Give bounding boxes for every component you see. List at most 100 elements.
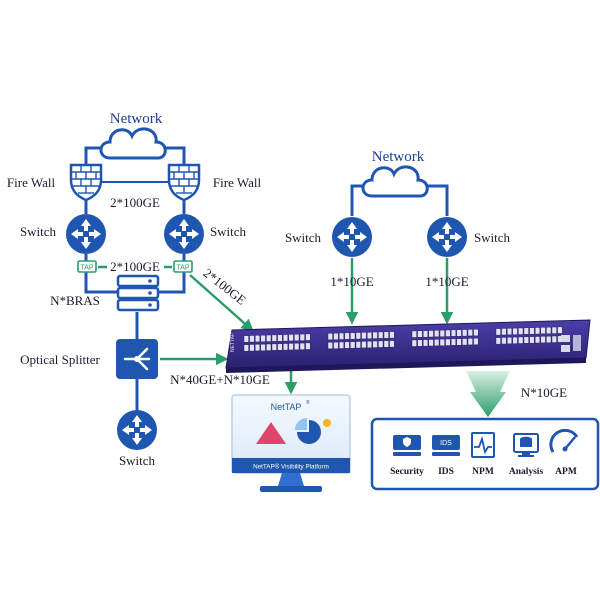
sfp-port bbox=[551, 335, 557, 343]
sfp-port bbox=[423, 330, 429, 338]
sfp-port bbox=[350, 341, 356, 349]
nettap-device: NETTAP bbox=[225, 319, 591, 373]
sfp-port bbox=[467, 329, 473, 337]
sfp-port bbox=[507, 337, 513, 344]
sfp-port bbox=[540, 336, 546, 344]
analysis-icon bbox=[513, 433, 539, 457]
sfp-port bbox=[327, 333, 333, 341]
sfp-port bbox=[518, 336, 524, 344]
sfp-port bbox=[546, 335, 552, 343]
optical-splitter-icon bbox=[116, 339, 158, 379]
switch-icon bbox=[117, 410, 157, 450]
link-cloud-firewall-right bbox=[162, 146, 186, 165]
sfp-port bbox=[523, 336, 529, 344]
sfp-port bbox=[350, 332, 356, 340]
alert-dot-icon bbox=[323, 419, 331, 427]
cloud-icon bbox=[99, 127, 167, 160]
npm-icon bbox=[471, 432, 495, 458]
switch-label: Switch bbox=[20, 224, 57, 239]
triangle-icon bbox=[256, 422, 286, 444]
platform-caption: NetTAP® Visibility Platform bbox=[253, 463, 329, 471]
sfp-port bbox=[423, 339, 429, 347]
sfp-port bbox=[495, 337, 501, 345]
sfp-port bbox=[243, 344, 249, 352]
sfp-port bbox=[266, 334, 272, 342]
link-tap-bras-left bbox=[84, 272, 118, 294]
tap-label: TAP bbox=[176, 265, 189, 272]
network-label: Network bbox=[372, 149, 425, 165]
ids-icon: IDS bbox=[432, 435, 460, 456]
sfp-port bbox=[445, 329, 451, 337]
visibility-platform-monitor: NetTAP ® NetTAP® Visibility Platform bbox=[231, 394, 351, 492]
sfp-port bbox=[249, 344, 255, 352]
sfp-port bbox=[451, 329, 457, 337]
sfp-port bbox=[344, 341, 350, 349]
device-brand: NETTAP bbox=[230, 332, 236, 352]
firewall-label: Fire Wall bbox=[213, 175, 262, 190]
sfp-port bbox=[411, 330, 417, 338]
sfp-port bbox=[283, 334, 289, 342]
bras-server-icon bbox=[116, 274, 160, 312]
sfp-port bbox=[271, 334, 277, 342]
arrow-tap-device bbox=[189, 274, 254, 332]
link-tap-bras-right bbox=[158, 272, 186, 294]
sfp-port bbox=[339, 332, 345, 340]
sfp-port bbox=[333, 332, 339, 340]
sfp-port bbox=[266, 343, 272, 351]
sfp-port bbox=[411, 339, 417, 347]
security-icon bbox=[393, 435, 421, 456]
sfp-port bbox=[355, 332, 361, 340]
switch-icon bbox=[164, 214, 204, 254]
tool-label: APM bbox=[555, 467, 577, 477]
tap-link-label: 2*100GE bbox=[110, 259, 160, 274]
sfp-port bbox=[540, 327, 546, 335]
mgmt-port bbox=[561, 345, 570, 352]
sfp-port bbox=[456, 338, 462, 346]
sfp-port bbox=[529, 327, 535, 335]
pie-chart-icon bbox=[295, 418, 321, 444]
sfp-port bbox=[445, 338, 451, 346]
sfp-port bbox=[512, 336, 518, 344]
sfp-port bbox=[333, 341, 339, 349]
sfp-port bbox=[473, 329, 479, 336]
link-cloud-switch-right bbox=[424, 184, 449, 216]
tap-icon: TAP bbox=[173, 260, 193, 273]
sfp-port bbox=[434, 330, 440, 338]
sfp-port bbox=[372, 340, 378, 348]
switch-label: Switch bbox=[210, 224, 247, 239]
ids-badge: IDS bbox=[440, 440, 452, 447]
switch-icon bbox=[66, 214, 106, 254]
tool-label: NPM bbox=[472, 467, 494, 477]
sfp-port bbox=[417, 330, 423, 338]
console-port bbox=[573, 335, 581, 351]
sfp-port bbox=[512, 327, 518, 335]
network-label: Network bbox=[110, 111, 163, 127]
sfp-port bbox=[529, 336, 535, 344]
green-links bbox=[98, 258, 454, 395]
sfp-port bbox=[518, 327, 524, 335]
platform-sup: ® bbox=[306, 399, 310, 406]
sfp-port bbox=[473, 338, 479, 345]
sfp-port bbox=[378, 340, 384, 348]
link-speed-label: 2*100GE bbox=[110, 195, 160, 210]
sfp-port bbox=[557, 326, 563, 334]
tools-link-label: N*10GE bbox=[521, 385, 567, 400]
diagonal-link-label: 2*100GE bbox=[201, 265, 250, 308]
sfp-port bbox=[277, 334, 283, 342]
sfp-port bbox=[288, 334, 294, 342]
sfp-port bbox=[428, 339, 434, 347]
sfp-port bbox=[501, 328, 507, 336]
sfp-port bbox=[501, 337, 507, 345]
sfp-port bbox=[260, 334, 266, 342]
device-ports bbox=[243, 326, 563, 352]
sfp-port bbox=[339, 341, 345, 349]
funnel-arrow-icon bbox=[466, 371, 510, 417]
tap-label: TAP bbox=[80, 265, 93, 272]
sfp-port bbox=[428, 330, 434, 338]
sfp-port bbox=[439, 338, 445, 346]
sfp-port bbox=[288, 343, 294, 351]
sfp-port bbox=[417, 339, 423, 347]
tap-icon: TAP bbox=[77, 260, 97, 273]
sfp-port bbox=[389, 331, 395, 339]
sfp-port bbox=[383, 340, 389, 348]
